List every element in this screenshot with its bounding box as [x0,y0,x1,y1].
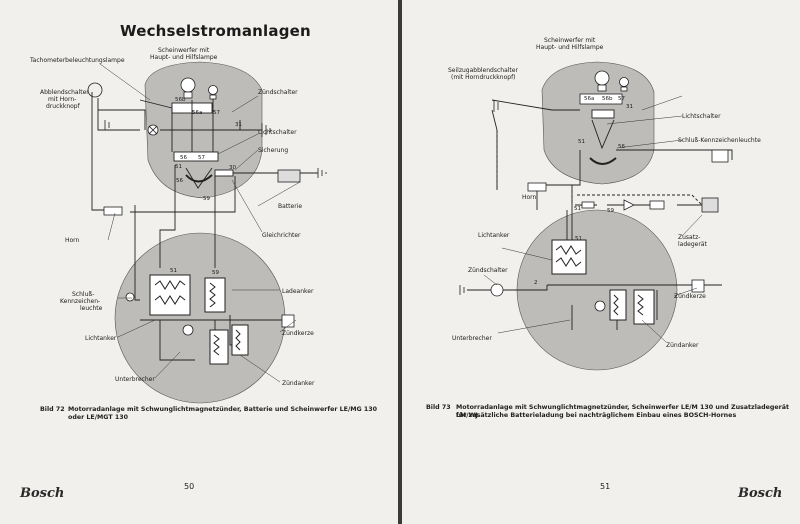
page-50: Wechselstromanlagen [0,0,398,524]
label-unterbrecher: Unterbrecher [115,376,155,383]
wiring-diagram-bild-72: 56b 56a 57 31 56 57 51 30 56 59 51 59 [29,47,327,404]
terminal-label: 30 [229,165,236,171]
terminal-label: 56 [180,155,187,161]
terminal-label: 56b [175,97,186,103]
label-scheinwerfer: Scheinwerfer mit [158,47,210,54]
terminal-label: 57 [198,155,205,161]
terminal-label: 59 [212,270,219,276]
label-zusatz: ladegerät [678,241,707,248]
leader-lines [99,63,301,383]
label-schluss: Schluß- [72,291,94,298]
coils [149,274,249,365]
coils [551,239,655,325]
label-zuendkerze: Zündkerze [674,293,706,300]
label-lichtanker: Lichtanker [478,232,510,239]
figure-caption-number: Bild 73 [426,404,451,411]
label-batterie: Batterie [278,203,302,210]
terminal-label: 56a [192,110,202,116]
label-schluss: leuchte [80,305,103,312]
components [459,100,729,312]
label-ladeanker: Ladeanker [282,288,314,295]
label-lichtschalter: Lichtschalter [258,129,297,136]
figure-caption-line: Motorradanlage mit Schwunglichtmagnetzün… [456,404,790,419]
page-title: Wechselstromanlagen [120,22,311,40]
label-sicherung: Sicherung [258,147,288,154]
label-tacho: Tachometerbeleuchtungslampe [29,57,125,64]
label-horn: Horn [65,237,80,244]
headlamp-bulbs [579,70,629,105]
label-seilzug: Seilzugabblendschalter [448,67,518,74]
terminal-label: 59 [607,208,614,214]
terminal-label: 51 [575,236,582,242]
terminal-label: 56b [602,96,613,102]
terminal-label: 51 [578,139,585,145]
terminal-label: 31 [235,122,242,128]
leader-lines [483,95,703,343]
label-schluss: Schluß-Kennzeichenleuchte [678,137,761,144]
figure-caption-line: oder LE/MGT 130 [68,414,128,421]
label-zuendanker: Zündanker [666,342,699,349]
label-zuendschalter: Zündschalter [258,89,298,96]
terminal-label: 31 [626,104,633,110]
label-zuendkerze: Zündkerze [282,330,314,337]
terminal-label: 56 [176,178,183,184]
label-zuendschalter: Zündschalter [468,267,508,274]
bosch-logo: Bosch [738,486,783,501]
headlamp-bulbs [180,77,218,100]
figure-caption-number: Bild 72 [40,406,65,413]
label-scheinwerfer: Haupt- und Hilfslampe [150,54,218,61]
terminal-label: 57 [618,96,625,102]
label-zuendanker: Zündanker [282,380,315,387]
wires [91,92,318,361]
label-gleichrichter: Gleichrichter [262,232,301,239]
terminal-label: 56 [618,144,625,150]
terminal-label: 59 [203,196,210,202]
label-abblend: druckknopf [46,103,81,110]
label-unterbrecher: Unterbrecher [452,335,492,342]
label-seilzug: (mit Horndruckknopf) [451,74,516,81]
label-horn: Horn [522,194,537,201]
label-lichtanker: Lichtanker [85,335,117,342]
dashed-wires [496,130,703,206]
bosch-logo: Bosch [20,486,65,501]
terminal-label: 51 [175,164,182,170]
light-switch-block [589,109,617,165]
figure-caption-line: Motorradanlage mit Schwunglichtmagnetzün… [68,406,378,413]
label-abblend: mit Horn- [48,96,76,103]
terminal-label: 51 [170,268,177,274]
label-scheinwerfer: Haupt- und Hilfslampe [536,44,604,51]
page-number: 50 [184,482,195,491]
page-number: 51 [600,482,611,491]
label-zusatz: Zusatz- [678,234,700,241]
terminal-label: 57 [213,110,220,116]
wiring-diagram-bild-73: 56a 56b 57 31 51 56 51 59 51 2 Scheinwer… [448,37,761,371]
terminal-label: 56a [584,96,594,102]
terminal-label: 51 [574,206,581,212]
label-lichtschalter: Lichtschalter [682,113,721,120]
label-abblend: Abblendschalter [40,89,89,96]
label-scheinwerfer: Scheinwerfer mit [544,37,596,44]
figure-caption-line: für zusätzliche Batterieladung bei nacht… [456,412,737,419]
page-51: 56a 56b 57 31 51 56 51 59 51 2 Scheinwer… [402,0,800,524]
label-schluss: Kennzeichen- [60,298,100,305]
terminal-label: 2 [534,280,538,286]
horn-and-lamps [87,82,327,336]
